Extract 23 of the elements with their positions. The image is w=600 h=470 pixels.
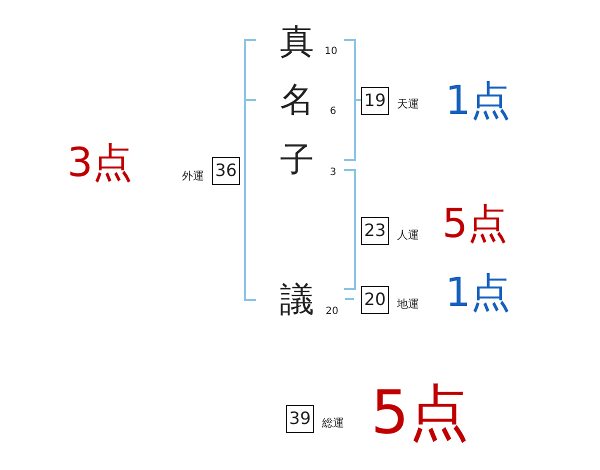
name-character: 議 bbox=[280, 283, 314, 317]
name-character: 名 bbox=[280, 83, 314, 117]
stroke-count: 6 bbox=[330, 107, 336, 117]
fortune-label: 人運 bbox=[397, 230, 419, 240]
fortune-label: 外運 bbox=[182, 170, 204, 182]
name-character: 子 bbox=[280, 143, 314, 177]
score-text: 3点 bbox=[67, 143, 133, 183]
number-box: 19 bbox=[361, 87, 389, 115]
stroke-count: 3 bbox=[330, 168, 336, 178]
fortune-label: 天運 bbox=[397, 98, 419, 110]
score-text: 5点 bbox=[442, 204, 508, 244]
fortune-label: 地運 bbox=[397, 298, 419, 310]
stroke-count: 10 bbox=[324, 47, 338, 57]
name-character: 真 bbox=[280, 25, 314, 59]
number-box: 39 bbox=[286, 405, 314, 433]
score-text: 5点 bbox=[370, 383, 470, 443]
number-box: 20 bbox=[361, 286, 389, 314]
number-box: 23 bbox=[361, 217, 389, 245]
stroke-count: 20 bbox=[326, 307, 338, 317]
score-text: 1点 bbox=[445, 273, 511, 313]
score-text: 1点 bbox=[445, 81, 511, 121]
fortune-label: 総運 bbox=[322, 418, 344, 428]
number-box: 36 bbox=[212, 157, 240, 185]
